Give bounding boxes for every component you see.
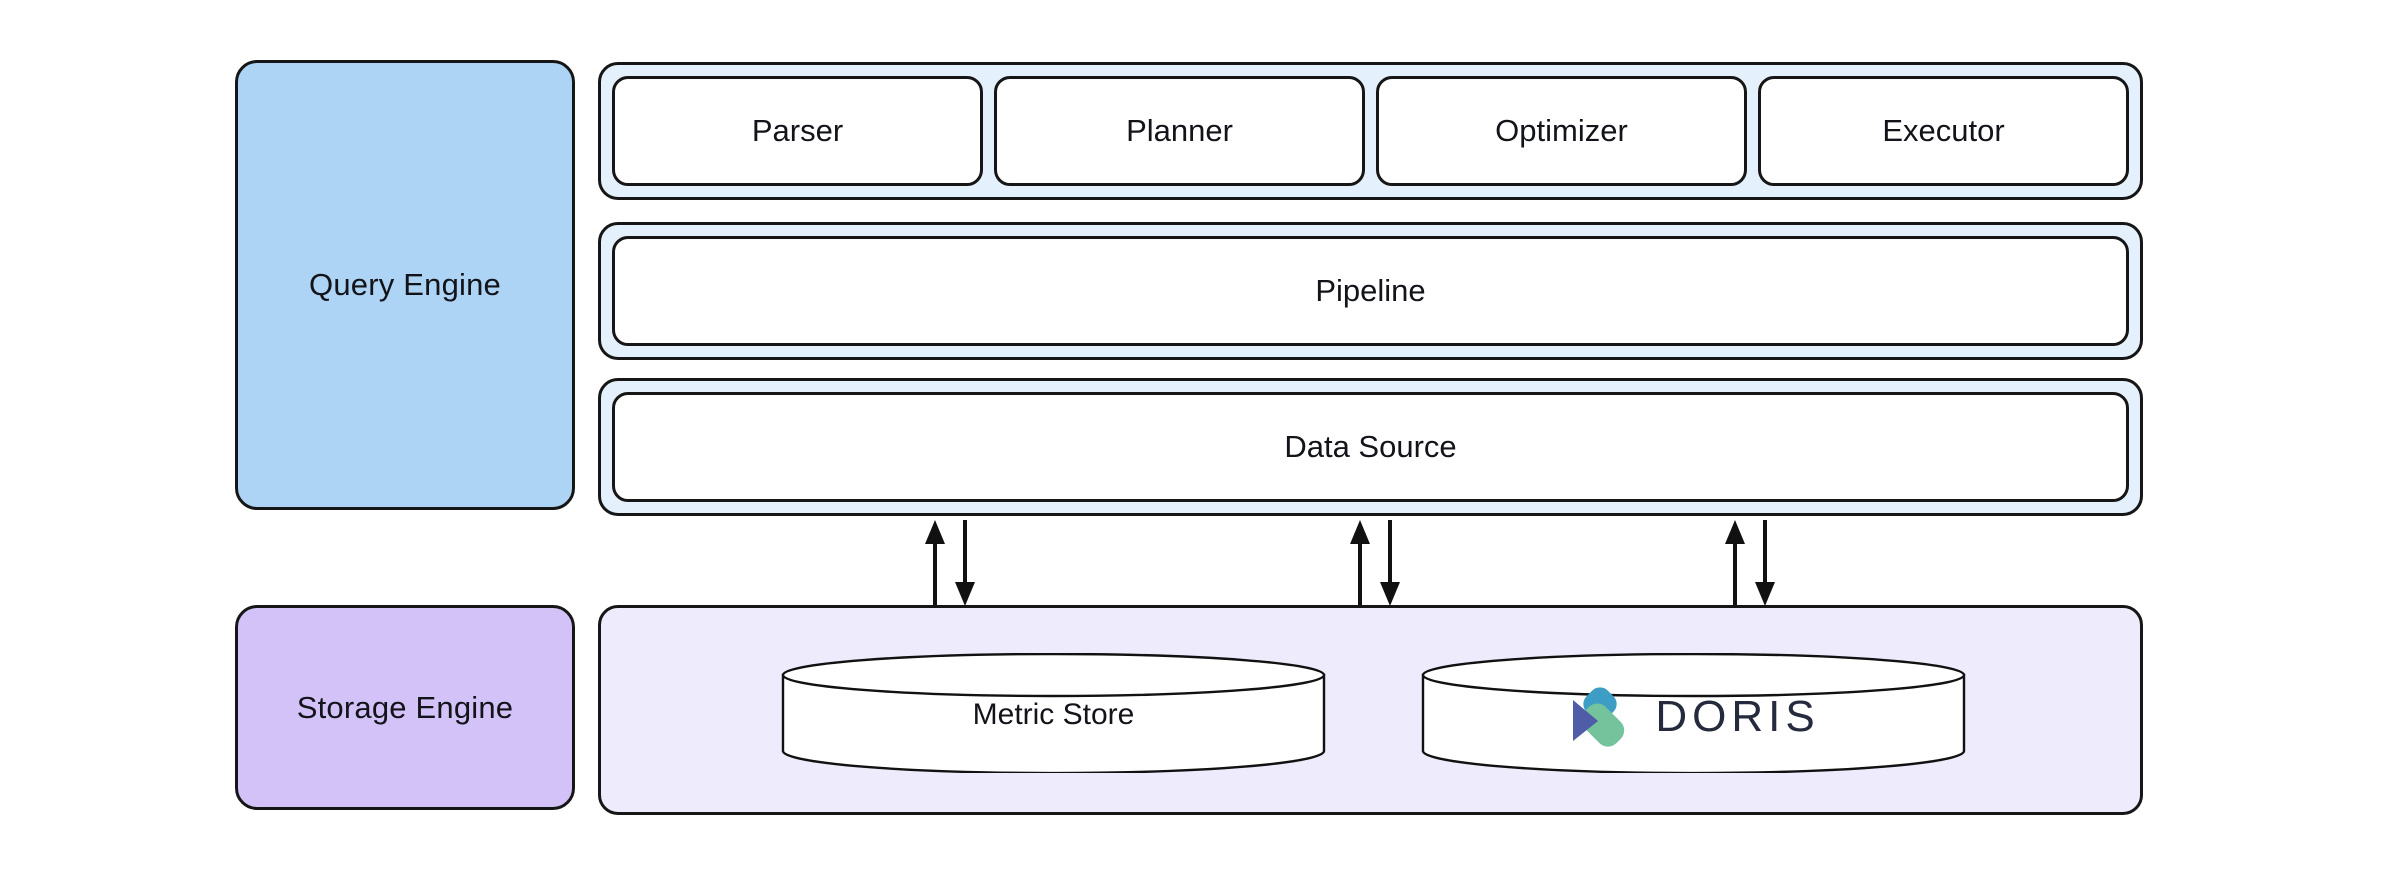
doris-store-cylinder[interactable]: DORIS <box>1421 653 1966 773</box>
stage-card-executor[interactable]: Executor <box>1758 76 2129 186</box>
storage-engine-label-box[interactable]: Storage Engine <box>235 605 575 810</box>
stage-card-label: Executor <box>1882 113 2005 148</box>
connector-arrows-middle <box>1350 520 1400 606</box>
data-source-panel: Data Source <box>598 378 2143 516</box>
query-stages-panel: Parser Planner Optimizer Executor <box>598 62 2143 200</box>
pipeline-card[interactable]: Pipeline <box>612 236 2129 346</box>
storage-engine-label: Storage Engine <box>296 689 514 725</box>
data-source-card-label: Data Source <box>1284 429 1457 464</box>
stage-card-planner[interactable]: Planner <box>994 76 1365 186</box>
stage-card-parser[interactable]: Parser <box>612 76 983 186</box>
stage-card-label: Planner <box>1126 113 1233 148</box>
connector-arrows-right <box>1725 520 1775 606</box>
pipeline-card-label: Pipeline <box>1315 273 1426 308</box>
cylinder-shape <box>781 653 1326 773</box>
stage-card-label: Parser <box>751 113 844 148</box>
query-engine-label-box[interactable]: Query Engine <box>235 60 575 510</box>
stage-card-label: Optimizer <box>1495 113 1628 148</box>
stage-card-optimizer[interactable]: Optimizer <box>1376 76 1747 186</box>
query-engine-label: Query Engine <box>309 267 501 302</box>
storage-panel: Metric Store <box>598 605 2143 815</box>
data-source-card[interactable]: Data Source <box>612 392 2129 502</box>
metric-store-cylinder[interactable]: Metric Store <box>781 653 1326 773</box>
connector-arrows-left <box>925 520 975 606</box>
cylinder-shape <box>1421 653 1966 773</box>
pipeline-panel: Pipeline <box>598 222 2143 360</box>
